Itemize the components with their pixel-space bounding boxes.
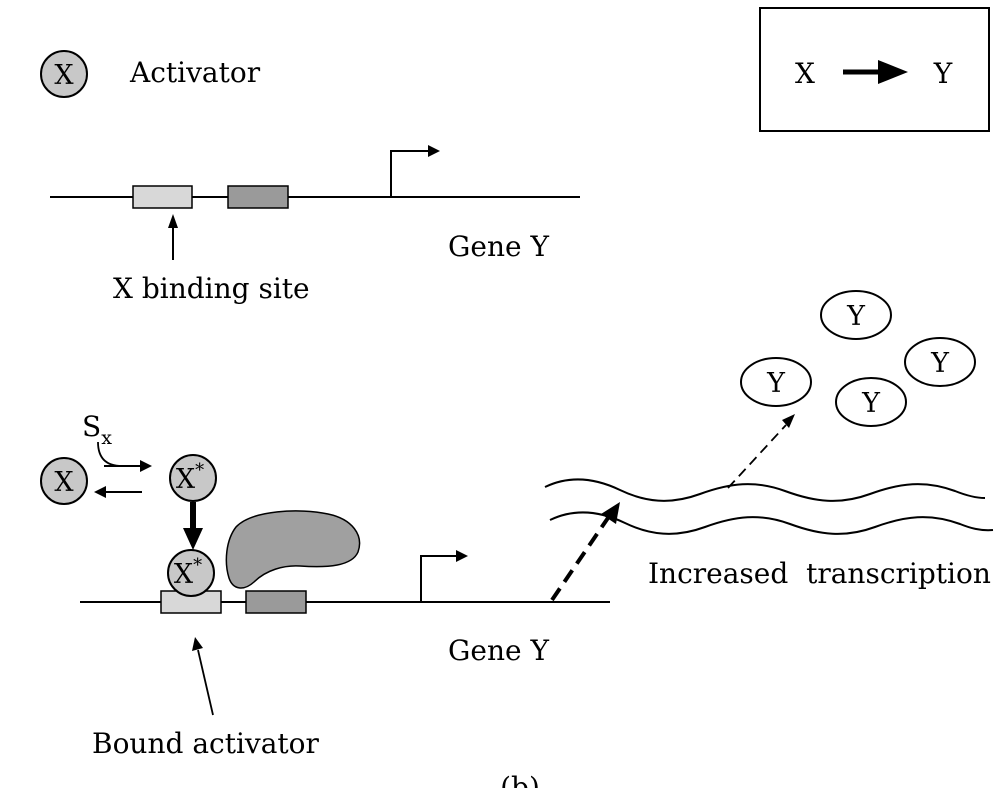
transcription-output: Increased transcription Y Y Y Y xyxy=(544,290,994,602)
protein-y-1 xyxy=(740,357,812,407)
translation-arrow xyxy=(727,424,787,489)
bound-activator-pointer-head xyxy=(192,637,203,651)
top-gene-label: Gene Y xyxy=(448,230,549,263)
binding-arrowhead xyxy=(183,528,203,550)
activator-legend-label: Activator xyxy=(129,56,261,89)
signal-label: Sx xyxy=(82,410,112,449)
bound-activator-circle xyxy=(167,549,215,597)
bottom-promoter-box xyxy=(245,590,307,614)
bound-activator-symbol: X* xyxy=(174,555,202,590)
transcription-arrow xyxy=(550,513,612,602)
x-activates-y-box: X Y xyxy=(759,7,990,132)
protein-y-3 xyxy=(904,337,976,387)
translation-arrowhead xyxy=(782,414,795,428)
active-activator-circle xyxy=(169,454,217,502)
regulation-box-to: Y xyxy=(933,57,953,90)
free-activator-symbol: X xyxy=(54,467,74,498)
forward-arrowhead xyxy=(140,460,152,472)
protein-y-2 xyxy=(820,290,892,340)
top-panel-gene: X binding site Gene Y xyxy=(50,145,580,305)
bottom-tss-arrowhead xyxy=(456,550,468,562)
rna-polymerase-shape xyxy=(225,510,361,589)
activator-legend-circle xyxy=(40,50,88,98)
mrna-wave-lower xyxy=(549,511,994,535)
bottom-gene-label: Gene Y xyxy=(448,634,549,667)
free-activator-circle xyxy=(40,457,88,505)
bottom-transcription-start-arrow xyxy=(420,555,458,602)
regulation-box-from: X xyxy=(795,57,815,90)
panel-caption: (b) xyxy=(500,771,540,788)
legend-activator: X Activator xyxy=(40,50,261,98)
protein-y-1-label: Y xyxy=(766,368,786,399)
bound-activator-pointer xyxy=(197,649,214,716)
transcription-label: Increased transcription xyxy=(648,557,991,590)
reverse-arrowhead xyxy=(94,486,106,498)
top-transcription-start-arrow xyxy=(390,150,430,197)
binding-site-pointer-head xyxy=(168,214,178,228)
regulation-arrow-head xyxy=(878,60,908,84)
protein-y-2-label: Y xyxy=(846,301,866,332)
mrna-wave-upper xyxy=(544,478,986,502)
bound-activator-label: Bound activator xyxy=(92,727,320,760)
binding-site-label: X binding site xyxy=(113,272,310,305)
top-x-binding-site xyxy=(132,185,193,209)
top-tss-arrowhead xyxy=(428,145,440,157)
protein-y-3-label: Y xyxy=(930,348,950,379)
active-activator-symbol: X* xyxy=(176,460,204,495)
protein-y-4-label: Y xyxy=(861,388,881,419)
activator-legend-symbol: X xyxy=(54,60,74,91)
top-promoter-box xyxy=(227,185,289,209)
signal-activation: Sx X X* xyxy=(40,410,217,550)
bottom-panel-gene: X* Bound activator Gene Y xyxy=(80,510,610,760)
protein-y-4 xyxy=(835,377,907,427)
